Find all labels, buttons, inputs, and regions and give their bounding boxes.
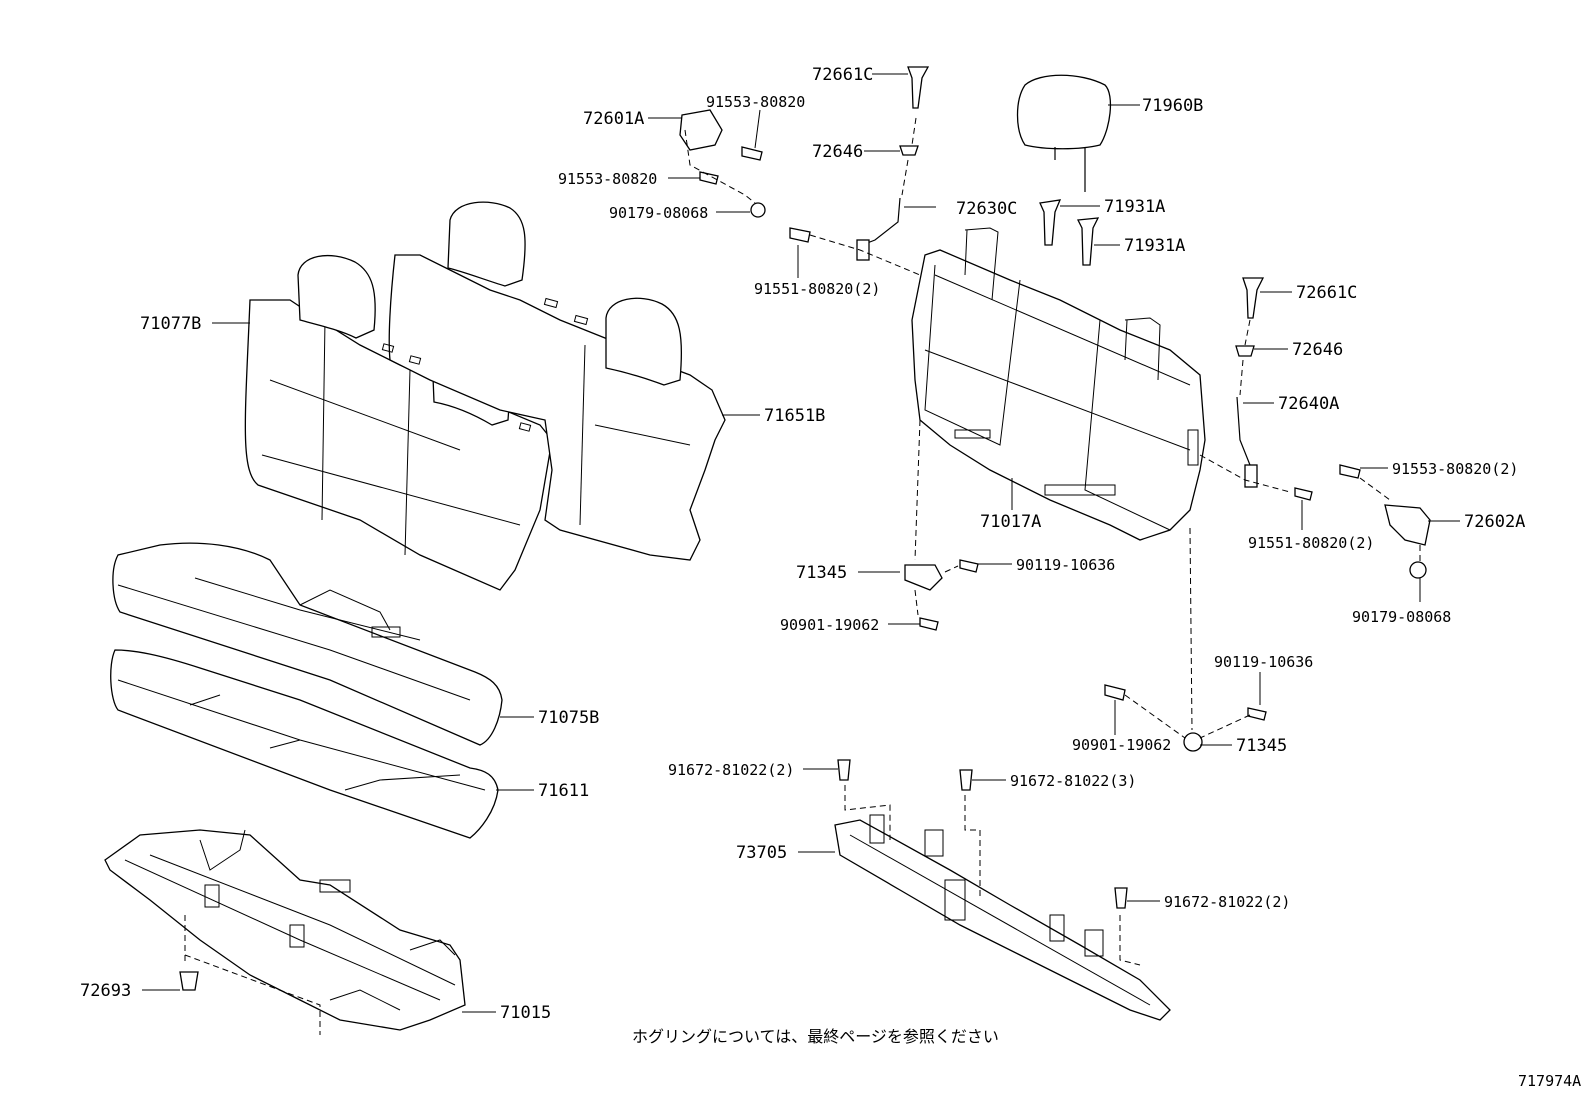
seat-cushion-frame: [104, 829, 466, 1031]
label-71931A-b: 71931A: [1124, 236, 1185, 256]
label-71651B: 71651B: [764, 406, 825, 426]
label-72646-top: 72646: [812, 142, 863, 162]
label-72693: 72693: [80, 981, 131, 1001]
release-rod-right: [1236, 396, 1258, 488]
label-71075B: 71075B: [538, 708, 599, 728]
hog-ring-note: ホグリングについては、最終ページを参照ください: [632, 1027, 999, 1046]
bolt-90901-b: [1104, 684, 1126, 701]
headrest-support-a: [1039, 199, 1062, 246]
label-91551-b: 91551-80820(2): [1248, 534, 1374, 552]
seat-back-cover-right: [381, 201, 726, 561]
hinge-bracket-right: [1384, 504, 1431, 546]
bolt-91553-b: [699, 171, 719, 185]
label-72661C-top: 72661C: [812, 65, 873, 85]
label-91672-b: 91672-81022(3): [1010, 772, 1136, 790]
label-91551-a: 91551-80820(2): [754, 280, 880, 298]
lock-knob-top: [907, 66, 930, 109]
bolt-90119-a: [959, 559, 979, 573]
bolt-90901-a: [919, 617, 939, 631]
striker-bracket-left: [904, 564, 943, 591]
guide-lines: [184, 117, 1421, 1035]
label-91672-c: 91672-81022(2): [1164, 893, 1290, 911]
nut-90179-a: [750, 202, 766, 218]
label-71931A-a: 71931A: [1104, 197, 1165, 217]
label-90901-a: 90901-19062: [780, 616, 879, 634]
leader-lines: [142, 73, 1460, 1013]
label-71611: 71611: [538, 781, 589, 801]
diagram-id: 717974A: [1518, 1072, 1581, 1090]
bolt-91551-b: [1294, 487, 1313, 501]
headrest: [1016, 74, 1112, 192]
label-91553-b: 91553-80820: [558, 170, 657, 188]
nut-90179-b: [1409, 561, 1427, 579]
label-71015: 71015: [500, 1003, 551, 1023]
label-90119-b: 90119-10636: [1214, 653, 1313, 671]
label-90179-b: 90179-08068: [1352, 608, 1451, 626]
bolt-91672-a: [837, 759, 851, 781]
label-90901-b: 90901-19062: [1072, 736, 1171, 754]
label-71077B: 71077B: [140, 314, 201, 334]
seat-back-frame: [911, 227, 1206, 541]
lock-knob-right: [1242, 277, 1265, 319]
seat-cushion-pad: [110, 649, 499, 839]
label-91553-c: 91553-80820(2): [1392, 460, 1518, 478]
seat-frame-cross-member: [834, 814, 1171, 1021]
label-91553-a: 91553-80820: [706, 93, 805, 111]
bolt-91672-b: [959, 769, 973, 791]
bolt-91551-a: [789, 227, 811, 243]
label-71017A: 71017A: [980, 512, 1041, 532]
bolt-90119-b: [1247, 707, 1267, 721]
hinge-bracket-left: [679, 109, 723, 151]
label-71960B: 71960B: [1142, 96, 1203, 116]
bushing-right: [1235, 345, 1255, 357]
bolt-91672-c: [1114, 887, 1128, 909]
label-91672-a: 91672-81022(2): [668, 761, 794, 779]
label-71345-b: 71345: [1236, 736, 1287, 756]
label-72630C: 72630C: [956, 199, 1017, 219]
bolt-91553-a: [741, 146, 763, 161]
headrest-support-b: [1076, 217, 1100, 266]
bolt-91553-c: [1339, 464, 1361, 479]
label-72661C-right: 72661C: [1296, 283, 1357, 303]
label-72646-right: 72646: [1292, 340, 1343, 360]
seat-cushion-cover: [112, 542, 503, 746]
part-labels: 72661C 72601A 91553-80820 91553-80820 90…: [80, 65, 1581, 1090]
label-71345-a: 71345: [796, 563, 847, 583]
label-90119-a: 90119-10636: [1016, 556, 1115, 574]
label-73705: 73705: [736, 843, 787, 863]
label-72602A: 72602A: [1464, 512, 1525, 532]
striker-71345-b: [1183, 732, 1203, 752]
label-72640A: 72640A: [1278, 394, 1339, 414]
label-72601A: 72601A: [583, 109, 644, 129]
label-90179-a: 90179-08068: [609, 204, 708, 222]
clip-72693: [179, 971, 199, 991]
release-rod-left: [856, 197, 901, 261]
bushing-top: [899, 145, 919, 156]
